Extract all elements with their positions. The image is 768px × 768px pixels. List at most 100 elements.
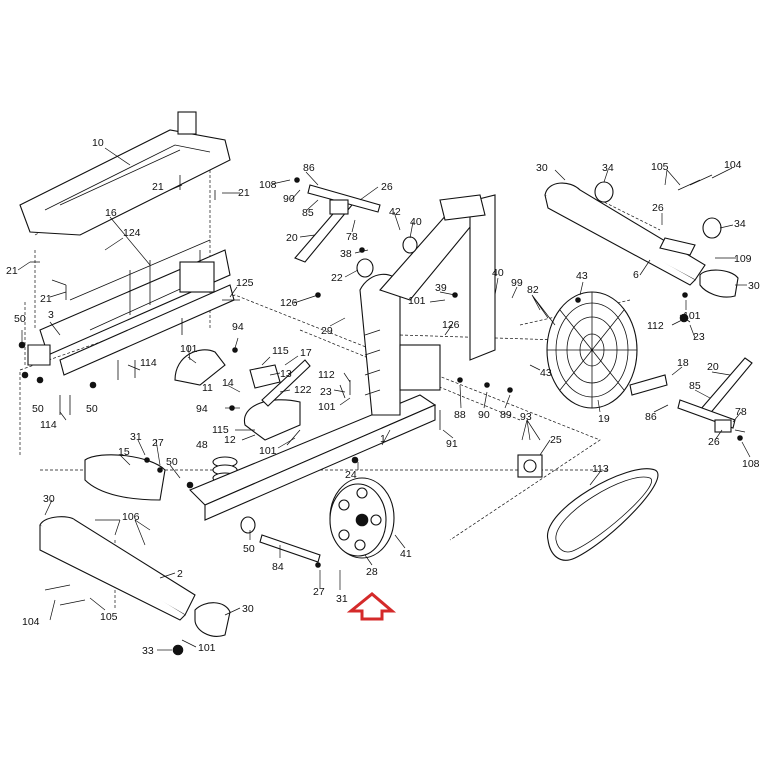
callout-40: 40	[492, 267, 504, 279]
callout-89: 89	[500, 409, 512, 421]
callout-101: 101	[408, 295, 426, 307]
callout-18: 18	[677, 357, 689, 369]
callout-26: 26	[708, 436, 720, 448]
callout-99: 99	[511, 277, 523, 289]
callout-104: 104	[22, 616, 40, 628]
part-19-flywheel	[546, 291, 668, 409]
fastener-dots	[18, 177, 743, 568]
part-25-idler	[517, 454, 543, 478]
callout-24: 24	[345, 469, 357, 481]
part-113-belt	[547, 468, 659, 561]
callout-30: 30	[242, 603, 254, 615]
callout-34: 34	[602, 162, 614, 174]
callout-29: 29	[321, 325, 333, 337]
highlight-arrow-icon	[346, 592, 397, 621]
callout-26: 26	[652, 202, 664, 214]
callout-86: 86	[303, 162, 315, 174]
callout-84: 84	[272, 561, 284, 573]
callout-21: 21	[6, 265, 18, 277]
callout-86: 86	[645, 411, 657, 423]
callout-13: 13	[280, 368, 292, 380]
callout-108: 108	[742, 458, 760, 470]
callout-114: 114	[40, 419, 57, 431]
callout-30: 30	[748, 280, 760, 292]
part-1-main-frame	[189, 194, 496, 521]
callout-33: 33	[142, 645, 154, 657]
callout-101: 101	[683, 310, 701, 322]
part-callouts: 10 16 21 21 21 21 124 125 50 3 50 50 114…	[6, 137, 760, 657]
part-16-upper-frame	[27, 239, 235, 376]
callout-124: 124	[123, 227, 141, 239]
callout-125: 125	[236, 277, 254, 289]
part-15-cover	[84, 454, 166, 501]
callout-101: 101	[318, 401, 336, 413]
callout-78: 78	[735, 406, 747, 418]
callout-85: 85	[302, 207, 314, 219]
callout-12: 12	[224, 434, 236, 446]
callout-23: 23	[693, 331, 705, 343]
callout-109: 109	[734, 253, 752, 265]
callout-122: 122	[294, 384, 312, 396]
callout-82: 82	[527, 284, 539, 296]
callout-21: 21	[238, 187, 250, 199]
callout-41: 41	[400, 548, 412, 560]
callout-94: 94	[232, 321, 244, 333]
callout-21: 21	[40, 293, 52, 305]
callout-105: 105	[651, 161, 669, 173]
callout-21: 21	[152, 181, 164, 193]
callout-90: 90	[283, 193, 295, 205]
callout-93: 93	[520, 411, 532, 423]
callout-6: 6	[633, 269, 639, 281]
callout-28: 28	[366, 566, 378, 578]
callout-22: 22	[331, 272, 343, 284]
callout-112: 112	[318, 369, 335, 381]
callout-3: 3	[48, 309, 54, 321]
callout-43: 43	[576, 270, 588, 282]
callout-78: 78	[346, 231, 358, 243]
part-84-axle	[240, 516, 321, 563]
callout-101: 101	[259, 445, 277, 457]
callout-16: 16	[105, 207, 117, 219]
callout-11: 11	[202, 382, 213, 394]
callout-50: 50	[243, 543, 255, 555]
callout-10: 10	[92, 137, 104, 149]
part-2-rear-stabilizer	[39, 516, 231, 656]
callout-17: 17	[300, 347, 312, 359]
callout-101: 101	[198, 642, 216, 654]
callout-15: 15	[118, 446, 130, 458]
callout-27: 27	[152, 437, 164, 449]
part-6-front-stabilizer	[544, 181, 739, 298]
callout-25: 25	[550, 434, 562, 446]
callout-112: 112	[647, 320, 664, 332]
callout-91: 91	[446, 438, 458, 450]
callout-50: 50	[86, 403, 98, 415]
callout-30: 30	[43, 493, 55, 505]
callout-126: 126	[280, 297, 298, 309]
callout-40: 40	[410, 216, 422, 228]
callout-113: 113	[592, 463, 609, 475]
callout-106: 106	[122, 511, 140, 523]
callout-50: 50	[14, 313, 26, 325]
left-crank-arm	[294, 184, 418, 278]
callout-31: 31	[130, 431, 142, 443]
callout-115: 115	[272, 345, 289, 357]
callout-94: 94	[196, 403, 208, 415]
callout-27: 27	[313, 586, 325, 598]
callout-38: 38	[340, 248, 352, 260]
callout-23: 23	[320, 386, 332, 398]
callout-90: 90	[478, 409, 490, 421]
leader-lines	[17, 147, 751, 651]
callout-20: 20	[707, 361, 719, 373]
part-28-wheel	[329, 477, 395, 559]
callout-30: 30	[536, 162, 548, 174]
callout-20: 20	[286, 232, 298, 244]
callout-50: 50	[166, 456, 178, 468]
callout-115: 115	[212, 424, 229, 436]
part-10-cover	[19, 111, 231, 236]
callout-85: 85	[689, 380, 701, 392]
callout-1: 1	[380, 433, 386, 445]
callout-14: 14	[222, 377, 234, 389]
callout-48: 48	[196, 439, 208, 451]
callout-126: 126	[442, 319, 460, 331]
callout-50: 50	[32, 403, 44, 415]
